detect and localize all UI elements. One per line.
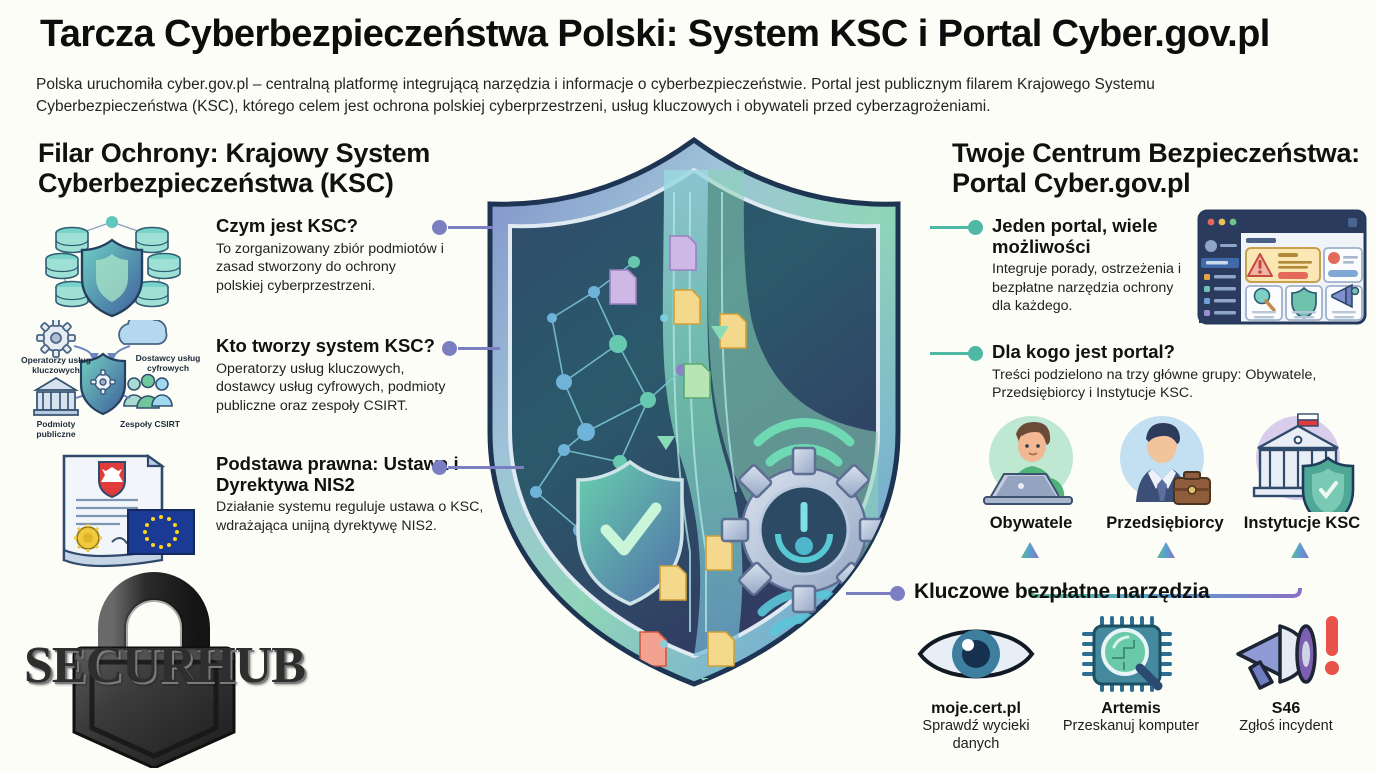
persona-connector-arrows: [880, 536, 1376, 602]
left-column-heading: Filar Ochrony: Krajowy System Cyberbezpi…: [38, 138, 430, 199]
legal-document-icon: [54, 448, 200, 568]
cyber-shield-illustration: [468, 132, 920, 692]
left-item-2: Podstawa prawna: Ustawa i Dyrektywa NIS2…: [216, 453, 486, 535]
tool-name-1: Artemis: [1101, 700, 1161, 717]
persona-label-2: Instytucje KSC: [1243, 514, 1361, 532]
tool-desc-0: Sprawdź wycieki danych: [922, 718, 1030, 752]
connector-line-tools: [846, 592, 894, 595]
government-building-shield-icon: [1236, 412, 1366, 528]
connector-dot-left-2: [432, 460, 447, 475]
actor-label-3: Zespoły CSIRT: [120, 420, 180, 429]
browser-dashboard-icon: [1196, 208, 1368, 326]
database-network-shield-icon: [22, 212, 202, 320]
left-item-1-title: Kto tworzy system KSC?: [216, 335, 435, 356]
tool-desc-2: Zgłoś incydent: [1239, 718, 1333, 734]
connector-dot-tools: [890, 586, 905, 601]
connector-dot-left-1: [442, 341, 457, 356]
right-column-heading: Twoje Centrum Bezpieczeństwa: Portal Cyb…: [952, 138, 1360, 199]
person-laptop-icon: [966, 412, 1096, 512]
tool-name-0: moje.cert.pl: [931, 700, 1021, 717]
tool-name-2: S46: [1271, 700, 1301, 717]
left-item-0: Czym jest KSC? To zorganizowany zbiór po…: [216, 215, 446, 295]
securhub-logo: [16, 568, 306, 770]
connector-line-left-1: [458, 347, 500, 350]
connector-dot-left-0: [432, 220, 447, 235]
connector-dot-right-0: [968, 220, 983, 235]
securhub-wordmark: SECURHUB: [24, 637, 306, 694]
connector-line-right-1: [930, 352, 972, 355]
chip-magnifier-icon: [1080, 614, 1180, 694]
actor-label-2: Podmioty publiczne: [36, 420, 76, 439]
megaphone-alert-icon: [1232, 612, 1344, 694]
actors-diagram-icon: Operatorzy usług kluczowych Dostawcy usł…: [14, 311, 212, 448]
persona-label-0: Obywatele: [989, 514, 1073, 532]
left-item-1-body: Operatorzy usług kluczowych, dostawcy us…: [216, 360, 446, 414]
actor-label-1: Dostawcy usług cyfrowych: [135, 354, 201, 373]
connector-line-left-2: [448, 466, 524, 469]
left-item-1: Kto tworzy system KSC? Operatorzy usług …: [216, 335, 454, 415]
left-item-0-body: To zorganizowany zbiór podmiotów i zasad…: [216, 240, 444, 294]
connector-dot-right-1: [968, 346, 983, 361]
left-item-0-title: Czym jest KSC?: [216, 215, 358, 236]
eye-icon: [914, 614, 1038, 694]
actor-label-0: Operatorzy usług kluczowych: [21, 356, 91, 375]
tool-desc-1: Przeskanuj komputer: [1062, 718, 1200, 734]
persona-label-1: Przedsiębiorcy: [1106, 514, 1224, 532]
connector-line-left-0: [448, 226, 493, 229]
right-item-1-title: Dla kogo jest portal?: [992, 341, 1175, 362]
right-item-0-title: Jeden portal, wiele możliwości: [992, 215, 1158, 257]
right-item-0-body: Integruje porady, ostrzeżenia i bezpłatn…: [992, 261, 1182, 315]
tools-heading: Kluczowe bezpłatne narzędzia: [914, 580, 1210, 603]
page-title: Tarcza Cyberbezpieczeństwa Polski: Syste…: [40, 13, 1270, 55]
right-item-0: Jeden portal, wiele możliwości Integruje…: [992, 215, 1192, 316]
connector-line-right-0: [930, 226, 972, 229]
left-item-2-title: Podstawa prawna: Ustawa i Dyrektywa NIS2: [216, 453, 459, 495]
businessman-briefcase-icon: [1100, 412, 1230, 512]
page-subtitle: Polska uruchomiła cyber.gov.pl – central…: [36, 76, 1155, 115]
right-item-1: Dla kogo jest portal? Treści podzielono …: [992, 341, 1352, 403]
left-item-2-body: Działanie systemu reguluje ustawa o KSC,…: [216, 499, 484, 534]
right-item-1-body: Treści podzielono na trzy główne grupy: …: [992, 366, 1317, 402]
